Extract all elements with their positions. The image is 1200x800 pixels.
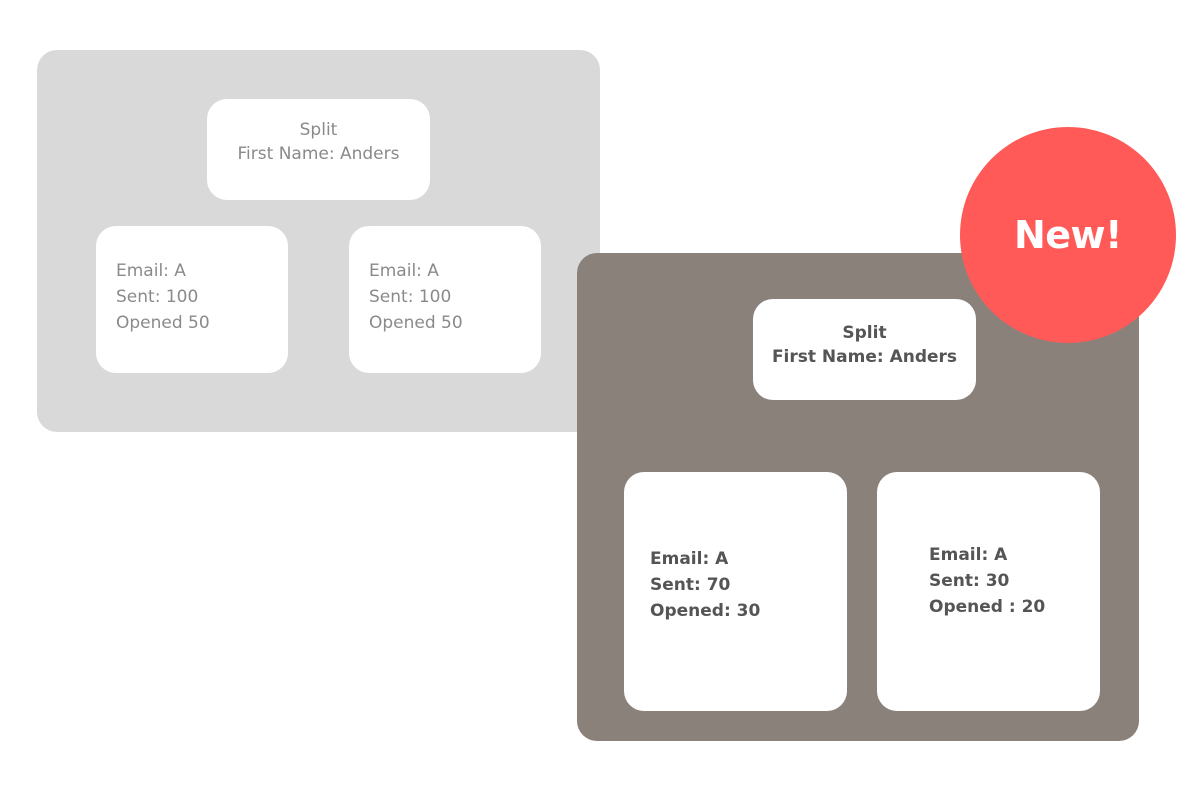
old-split-title: Split bbox=[299, 120, 338, 140]
old-branch-left-sent: Sent: 100 bbox=[116, 287, 199, 307]
new-split-title: Split bbox=[842, 323, 887, 343]
new-split-rule: First Name: Anders bbox=[771, 347, 958, 367]
new-branch-right-opened: Opened : 20 bbox=[929, 597, 1046, 617]
new-branch-right-email: Email: A bbox=[929, 545, 1008, 565]
old-branch-right-opened: Opened 50 bbox=[369, 313, 463, 333]
new-split-node: Split First Name: Anders bbox=[753, 299, 976, 400]
new-branch-left-sent: Sent: 70 bbox=[650, 575, 731, 595]
old-branch-right: Email: A Sent: 100 Opened 50 bbox=[349, 226, 541, 373]
new-branch-left: Email: A Sent: 70 Opened: 30 bbox=[624, 472, 847, 711]
old-split-rule: First Name: Anders bbox=[237, 144, 400, 164]
old-branch-right-email: Email: A bbox=[369, 261, 439, 281]
old-split-panel: Split First Name: Anders Email: A Sent: … bbox=[37, 50, 600, 432]
new-branch-right-sent: Sent: 30 bbox=[929, 571, 1010, 591]
old-branch-right-sent: Sent: 100 bbox=[369, 287, 452, 307]
new-branch-right: Email: A Sent: 30 Opened : 20 bbox=[877, 472, 1100, 711]
old-branch-left: Email: A Sent: 100 Opened 50 bbox=[96, 226, 288, 373]
new-branch-left-email: Email: A bbox=[650, 549, 729, 569]
new-branch-left-opened: Opened: 30 bbox=[650, 601, 761, 621]
old-branch-left-email: Email: A bbox=[116, 261, 186, 281]
new-badge-label: New! bbox=[1013, 213, 1123, 257]
old-split-node: Split First Name: Anders bbox=[207, 99, 430, 200]
new-badge: New! bbox=[960, 127, 1176, 343]
old-branch-left-opened: Opened 50 bbox=[116, 313, 210, 333]
